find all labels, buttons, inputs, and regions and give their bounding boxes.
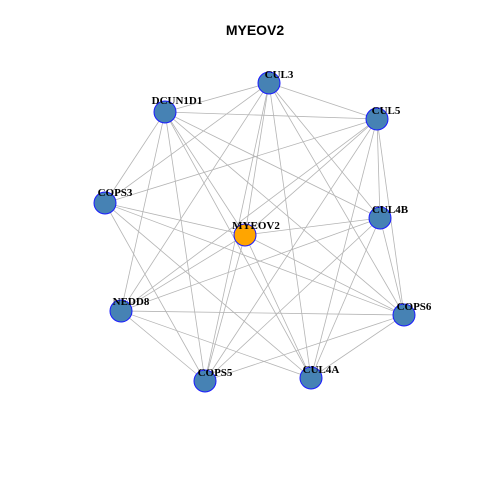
edge-cul3-cul4b <box>268 82 381 219</box>
node-nedd8[interactable] <box>109 299 133 323</box>
edges-layer <box>104 82 405 382</box>
edge-dcun1d1-cops6 <box>164 111 405 316</box>
node-dcun1d1[interactable] <box>153 100 177 124</box>
edge-cul3-myeov2 <box>244 82 270 236</box>
node-label-nedd8: NEDD8 <box>113 296 150 308</box>
edge-nedd8-cul4a <box>120 310 312 379</box>
edge-cul5-nedd8 <box>120 118 378 312</box>
edge-dcun1d1-myeov2 <box>164 111 246 236</box>
edge-cul4b-cops6 <box>379 217 405 316</box>
node-label-cul3: CUL3 <box>265 69 294 81</box>
edge-myeov2-nedd8 <box>120 234 246 312</box>
edge-dcun1d1-cul5 <box>164 111 378 120</box>
edge-cul4b-nedd8 <box>120 217 381 312</box>
node-cul4b[interactable] <box>368 206 392 230</box>
edge-cul3-cul5 <box>268 82 378 120</box>
node-label-cul4a: CUL4A <box>303 364 340 376</box>
edge-cops6-cops5 <box>204 314 405 382</box>
edge-dcun1d1-cul4b <box>164 111 381 219</box>
edge-dcun1d1-cops5 <box>164 111 206 382</box>
edge-nedd8-cops5 <box>120 310 206 382</box>
node-label-cul4b: CUL4B <box>372 204 409 216</box>
node-label-myeov2: MYEOV2 <box>232 220 280 232</box>
node-label-cops6: COPS6 <box>397 301 432 313</box>
node-label-cops3: COPS3 <box>98 187 133 199</box>
node-cul4a[interactable] <box>299 366 323 390</box>
edge-cops6-cul4a <box>310 314 405 379</box>
edge-cul4b-cul4a <box>310 217 381 379</box>
node-cul3[interactable] <box>257 71 281 95</box>
edge-cul3-nedd8 <box>120 82 270 312</box>
edge-cops3-cul4a <box>104 202 312 379</box>
edge-cul3-dcun1d1 <box>164 82 270 113</box>
edge-dcun1d1-cul4a <box>164 111 312 379</box>
node-label-cops5: COPS5 <box>198 367 233 379</box>
edge-cops3-cops6 <box>104 202 405 316</box>
graph-title: MYEOV2 <box>226 22 285 38</box>
node-cops3[interactable] <box>93 191 117 215</box>
edge-cul5-cul4a <box>310 118 378 379</box>
edge-cul4b-cops5 <box>204 217 381 382</box>
edge-cul5-cul4b <box>376 118 381 219</box>
edge-myeov2-cul4b <box>244 217 381 236</box>
node-cops6[interactable] <box>392 303 416 327</box>
edge-myeov2-cops6 <box>244 234 405 316</box>
edge-cops3-myeov2 <box>104 202 246 236</box>
edge-cops3-cops5 <box>104 202 206 382</box>
edge-cul3-cops3 <box>104 82 270 204</box>
node-cops5[interactable] <box>193 369 217 393</box>
node-label-cul5: CUL5 <box>372 105 401 117</box>
edge-myeov2-cul4a <box>244 234 312 379</box>
edge-cul5-myeov2 <box>244 118 378 236</box>
edge-cul3-cul4a <box>268 82 312 379</box>
nodes-layer <box>93 71 416 393</box>
edge-cul3-cops6 <box>268 82 405 316</box>
node-label-dcun1d1: DCUN1D1 <box>152 95 203 107</box>
edge-cul5-cops3 <box>104 118 378 204</box>
node-cul5[interactable] <box>365 107 389 131</box>
edge-nedd8-cops6 <box>120 310 405 316</box>
node-myeov2[interactable] <box>233 223 257 247</box>
edge-dcun1d1-cops3 <box>104 111 166 204</box>
edge-myeov2-cops5 <box>204 234 246 382</box>
